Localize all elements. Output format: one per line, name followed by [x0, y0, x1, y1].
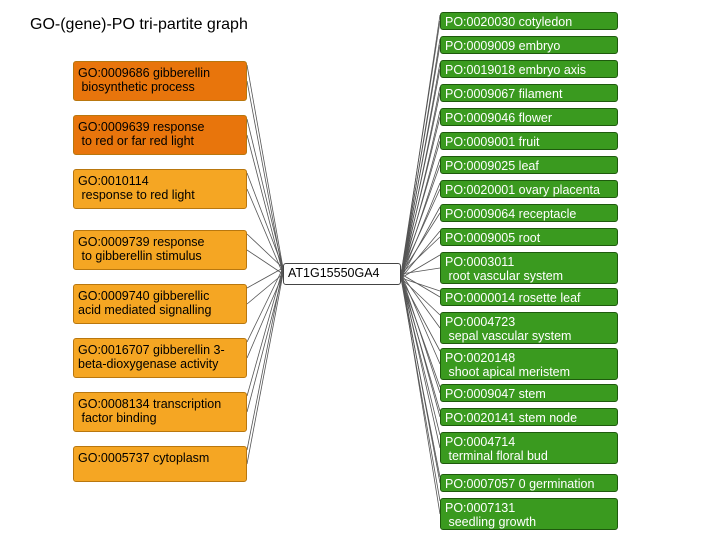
edge-line: [246, 172, 284, 269]
po-term-node[interactable]: PO:0020001 ovary placenta: [440, 180, 618, 198]
edge-line: [400, 254, 441, 279]
edge-line: [400, 206, 441, 279]
edge-line: [400, 277, 441, 478]
po-term-node[interactable]: PO:0009009 embryo: [440, 36, 618, 54]
edge-line: [400, 110, 441, 279]
edge-line: [246, 267, 284, 451]
po-term-node[interactable]: PO:0009067 filament: [440, 84, 618, 102]
po-term-node[interactable]: PO:0020030 cotyledon: [440, 12, 618, 30]
edge-line: [400, 236, 441, 275]
po-term-node[interactable]: PO:0020148 shoot apical meristem: [440, 348, 618, 380]
edge-line: [246, 64, 284, 269]
edge-line: [246, 273, 284, 465]
po-term-node[interactable]: PO:0007057 0 germination: [440, 474, 618, 492]
edge-line: [246, 134, 284, 275]
po-term-node[interactable]: PO:0009001 fruit: [440, 132, 618, 150]
edge-line: [246, 273, 284, 305]
edge-line: [400, 277, 441, 436]
edge-line: [246, 267, 284, 397]
edge-line: [400, 212, 441, 275]
go-term-node[interactable]: GO:0009686 gibberellin biosynthetic proc…: [73, 61, 247, 101]
go-term-node[interactable]: GO:0009639 response to red or far red li…: [73, 115, 247, 155]
po-term-node[interactable]: PO:0009047 stem: [440, 384, 618, 402]
po-term-node[interactable]: PO:0009005 root: [440, 228, 618, 246]
po-term-node[interactable]: PO:0009046 flower: [440, 108, 618, 126]
go-term-node[interactable]: GO:0009739 response to gibberellin stimu…: [73, 230, 247, 270]
po-term-node[interactable]: PO:0000014 rosette leaf: [440, 288, 618, 306]
po-term-node[interactable]: PO:0004714 terminal floral bud: [440, 432, 618, 464]
edge-line: [400, 134, 441, 279]
go-term-node[interactable]: GO:0005737 cytoplasm: [73, 446, 247, 482]
edge-line: [400, 230, 441, 279]
po-term-node[interactable]: PO:0009064 receptacle: [440, 204, 618, 222]
po-term-node[interactable]: PO:0020141 stem node: [440, 408, 618, 426]
edge-line: [246, 249, 284, 275]
po-term-node[interactable]: PO:0019018 embryo axis: [440, 60, 618, 78]
po-term-node[interactable]: PO:0003011 root vascular system: [440, 252, 618, 284]
edge-line: [246, 233, 284, 269]
edge-line: [400, 277, 441, 388]
go-term-node[interactable]: GO:0009740 gibberellic acid mediated sig…: [73, 284, 247, 324]
gene-node[interactable]: AT1G15550GA4: [283, 263, 401, 285]
go-term-node[interactable]: GO:0016707 gibberellin 3- beta-dioxygena…: [73, 338, 247, 378]
edge-line: [400, 277, 441, 502]
edge-line: [400, 273, 441, 365]
edge-line: [400, 273, 441, 298]
edge-line: [246, 267, 284, 289]
edge-line: [246, 118, 284, 269]
edge-line: [400, 158, 441, 279]
edge-line: [400, 267, 441, 275]
edge-line: [400, 273, 441, 329]
po-term-node[interactable]: PO:0004723 sepal vascular system: [440, 312, 618, 344]
edge-line: [400, 277, 441, 412]
edge-line: [246, 188, 284, 275]
edge-line: [400, 277, 441, 292]
go-term-node[interactable]: GO:0008134 transcription factor binding: [73, 392, 247, 432]
edge-line: [400, 182, 441, 279]
go-term-node[interactable]: GO:0010114 response to red light: [73, 169, 247, 209]
edge-line: [246, 267, 284, 343]
edge-line: [400, 86, 441, 279]
graph-title: GO-(gene)-PO tri-partite graph: [30, 16, 248, 33]
edge-line: [400, 277, 441, 352]
edge-line: [400, 277, 441, 316]
po-term-node[interactable]: PO:0007131 seedling growth: [440, 498, 618, 530]
po-term-node[interactable]: PO:0009025 leaf: [440, 156, 618, 174]
